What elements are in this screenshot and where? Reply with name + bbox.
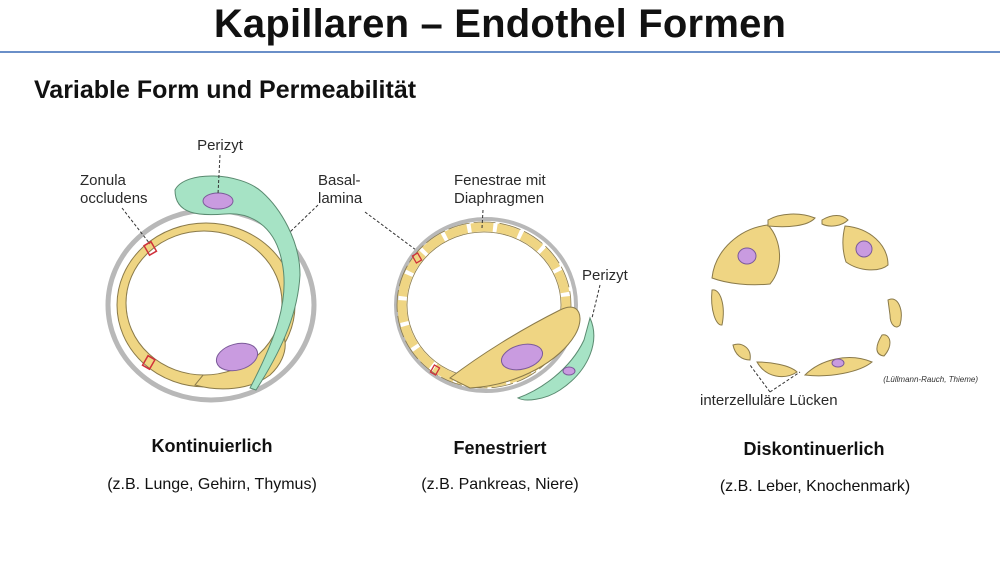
leader-gap-2 (769, 371, 801, 393)
label-perizyt-1: Perizyt (197, 137, 244, 154)
nucleus-d3 (831, 358, 845, 368)
gap-leaders (749, 364, 801, 393)
examples-kontinuierlich: (z.B. Lunge, Gehirn, Thymus) (107, 476, 317, 493)
examples-diskontinuerlich: (z.B. Leber, Knochenmark) (719, 478, 911, 495)
label-fenestrae-1: Fenestrae mit (454, 172, 547, 189)
zonula-occludens-mark-2 (141, 354, 156, 371)
pericyte-nucleus-2 (562, 366, 576, 376)
pericyte-2 (516, 316, 595, 401)
label-basal-2: lamina (318, 190, 363, 207)
nucleus-d2 (855, 240, 873, 258)
endothel-cell-d10 (711, 289, 724, 326)
nucleus-1 (215, 342, 259, 372)
endothel-ring-2-outer (396, 221, 572, 389)
examples-fenestriert: (z.B. Pankreas, Niere) (421, 476, 579, 493)
caption-fenestriert: Fenestriert (453, 438, 547, 458)
label-zonula-1: Zonula (80, 172, 127, 189)
fenestrated-capillary: Fenestrae mit Diaphragmen Perizyt (394, 172, 629, 401)
endothel-cell-d9 (732, 343, 751, 361)
label-fenestrae-2: Diaphragmen (454, 190, 544, 207)
endothel-cell-d2 (767, 213, 816, 228)
leader-fenestrae (481, 209, 484, 229)
nucleus-d1 (737, 247, 757, 265)
caption-kontinuierlich: Kontinuierlich (151, 436, 273, 456)
endothel-cell-d5 (887, 298, 902, 328)
title-divider (0, 51, 1000, 53)
label-perizyt-2: Perizyt (582, 267, 629, 284)
slide-subtitle: Variable Form und Permeabilität (34, 76, 417, 104)
endothel-cell-d6 (876, 334, 891, 357)
leader-basal-2 (364, 211, 417, 251)
label-zonula-2: occludens (80, 190, 148, 207)
continuous-capillary: Perizyt Zonula occludens Basal- lamina (80, 137, 417, 403)
caption-diskontinuerlich: Diskontinuerlich (743, 439, 885, 459)
junction-mark-2 (429, 364, 441, 376)
discontinuous-capillary (711, 213, 902, 378)
leader-perizyt-2 (591, 284, 601, 319)
label-basal-1: Basal- (318, 172, 361, 189)
pericyte-nucleus-1 (202, 192, 234, 210)
leader-perizyt-1 (217, 154, 221, 195)
nucleus-2 (500, 343, 544, 371)
junction-mark-3 (411, 252, 423, 264)
endothel-cell-d3 (821, 215, 849, 227)
slide-title: Kapillaren – Endothel Formen (213, 2, 787, 46)
pericyte-1 (174, 175, 301, 391)
lumen-1 (125, 230, 283, 376)
image-credit: (Lüllmann-Rauch, Thieme) (883, 375, 978, 384)
endothel-cell-d8 (756, 361, 798, 378)
label-luecken: interzelluläre Lücken (700, 392, 838, 409)
zonula-occludens-mark-1 (143, 240, 158, 257)
leader-zonula (121, 207, 151, 245)
leader-basal-1 (289, 204, 319, 233)
leader-gap-1 (749, 364, 771, 393)
